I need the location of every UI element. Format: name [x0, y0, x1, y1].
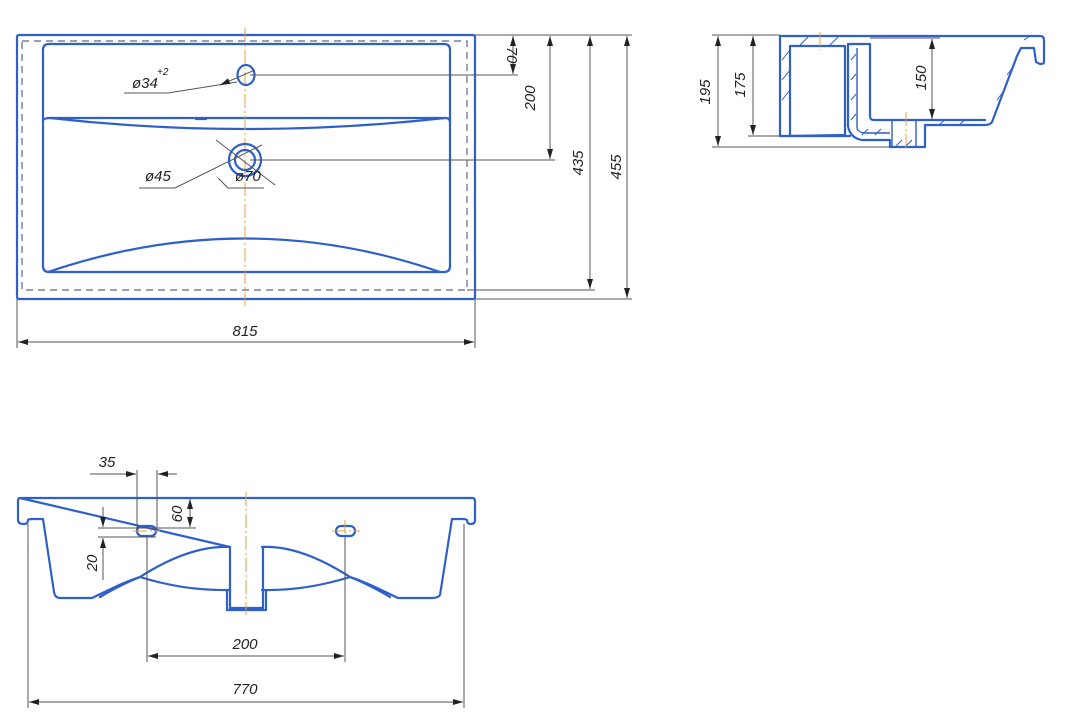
front-bowl-bottom	[138, 575, 352, 592]
section-hatching	[781, 35, 1031, 147]
overflow-edge	[41, 116, 452, 124]
front-drain	[225, 545, 268, 612]
dim-tap-offset: 70	[503, 47, 520, 64]
dim-back-height: 175	[732, 72, 749, 98]
bowl-front-curve	[46, 237, 442, 274]
dim-slot-from-top: 60	[169, 505, 186, 522]
drain-inner-label: ø45	[145, 168, 172, 185]
front-view: 35 60 20 200 770	[16, 454, 477, 708]
side-section: 195 175 150	[697, 32, 1046, 150]
tap-hole-arrow	[219, 69, 256, 86]
overflow-curve	[48, 116, 447, 131]
dim-drain-offset: 200	[522, 85, 539, 112]
dim-total-height: 195	[697, 79, 714, 105]
dim-total-depth: 455	[608, 154, 625, 180]
dim-bottom-width: 770	[232, 681, 258, 698]
drain-outer-label: ø70	[235, 168, 262, 185]
drain-outer-line	[215, 139, 276, 186]
top-outer-outline	[15, 33, 477, 301]
tap-hole-tolerance: +2	[157, 67, 169, 78]
dim-inner-depth: 435	[570, 150, 587, 176]
bowl-rim	[41, 42, 452, 274]
section-outer-profile	[778, 34, 1046, 149]
dim-width: 815	[232, 323, 258, 340]
drain-inner-leader	[139, 144, 263, 189]
section-cavity	[788, 44, 847, 138]
front-bowl-edge	[98, 575, 392, 599]
tap-hole-label: ø34	[132, 75, 158, 92]
section-bowl-inner	[860, 42, 987, 122]
tap-hole-leader	[124, 81, 238, 94]
drain-outer-leader	[217, 177, 264, 189]
dim-bowl-depth: 150	[913, 65, 930, 91]
dim-slot-width: 35	[99, 454, 116, 471]
dim-slot-spacing: 200	[231, 636, 258, 653]
top-view: ø34 +2 ø45 ø70 70 200 435 455 815	[15, 28, 632, 348]
section-drain	[891, 120, 917, 147]
dim-slot-height: 20	[84, 554, 101, 572]
